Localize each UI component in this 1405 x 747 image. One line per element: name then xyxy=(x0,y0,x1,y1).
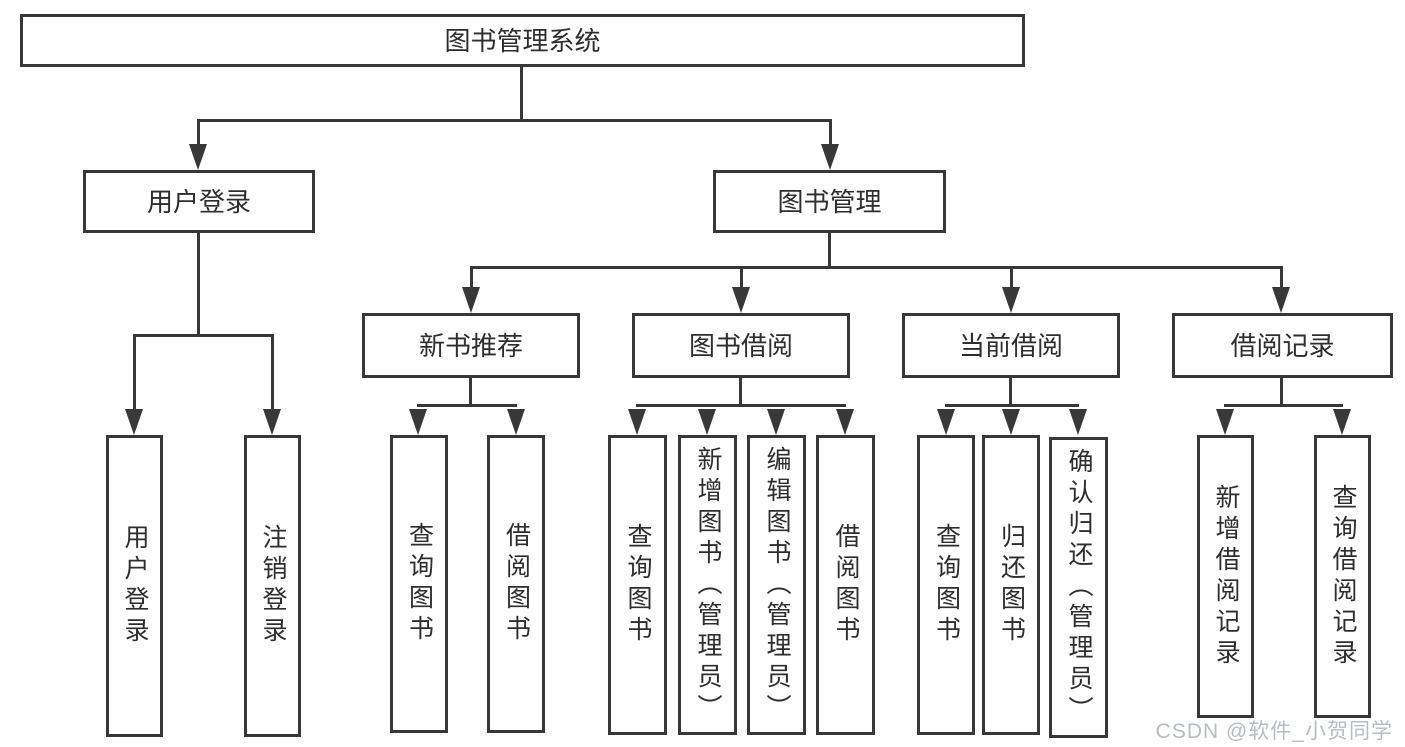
leaf-logout: 注销登录 xyxy=(244,435,301,737)
leaf-recommend-query-book: 查询图书 xyxy=(390,435,448,733)
arrowhead-login-child-1 xyxy=(125,409,143,435)
leaf-current-return-book: 归还图书 xyxy=(982,435,1040,735)
node-book-borrow: 图书借阅 xyxy=(632,313,850,378)
connector-current-bus xyxy=(945,404,1079,407)
connector-mgmt-bus xyxy=(470,266,1283,269)
arrowhead-record-2 xyxy=(1333,409,1351,435)
csdn-watermark: CSDN @软件_小贺同学 xyxy=(1155,720,1393,743)
arrowhead-recommend-2 xyxy=(507,409,525,435)
arrowhead-borrow-2 xyxy=(698,409,716,435)
arrowhead-current-1 xyxy=(937,409,955,435)
arrowhead-record-1 xyxy=(1216,409,1234,435)
arrowhead-current-3 xyxy=(1069,409,1087,435)
arrowhead-recommend-1 xyxy=(409,409,427,435)
leaf-borrow-query-book: 查询图书 xyxy=(608,435,667,735)
connector-mgmt-drop-3 xyxy=(1010,266,1013,294)
arrowhead-borrow-3 xyxy=(767,409,785,435)
arrowhead-login xyxy=(189,144,207,170)
node-borrow-record: 借阅记录 xyxy=(1172,313,1393,378)
connector-login-drop-1 xyxy=(133,334,136,414)
node-book-management: 图书管理 xyxy=(713,170,946,233)
leaf-recommend-borrow-book: 借阅图书 xyxy=(487,435,545,733)
arrowhead-section-3 xyxy=(1002,287,1020,313)
connector-record-bus xyxy=(1224,404,1343,407)
node-user-login: 用户登录 xyxy=(83,170,315,233)
arrowhead-login-child-2 xyxy=(263,409,281,435)
arrowhead-current-2 xyxy=(1002,409,1020,435)
connector-mgmt-drop-2 xyxy=(740,266,743,294)
leaf-borrow-edit-book-admin: 编辑图书（管理员） xyxy=(747,435,806,735)
connector-record-stem xyxy=(1280,378,1283,407)
connector-root-stem xyxy=(520,67,523,121)
leaf-current-confirm-return-admin: 确认归还（管理员） xyxy=(1049,437,1108,738)
arrowhead-mgmt xyxy=(821,144,839,170)
leaf-user-login: 用户登录 xyxy=(106,435,163,737)
node-new-book-recommend: 新书推荐 xyxy=(362,313,580,378)
connector-root-drop-right xyxy=(829,119,832,151)
connector-root-drop-left xyxy=(197,119,200,151)
connector-root-bus xyxy=(197,119,832,122)
connector-mgmt-drop-1 xyxy=(470,266,473,294)
connector-mgmt-drop-4 xyxy=(1280,266,1283,294)
connector-recommend-bus xyxy=(417,404,517,407)
leaf-borrow-borrow-book: 借阅图书 xyxy=(816,435,875,735)
node-root: 图书管理系统 xyxy=(20,14,1025,67)
node-current-borrow: 当前借阅 xyxy=(902,313,1120,378)
arrowhead-borrow-4 xyxy=(836,409,854,435)
arrowhead-section-1 xyxy=(462,287,480,313)
leaf-record-add-record: 新增借阅记录 xyxy=(1197,435,1254,718)
arrowhead-borrow-1 xyxy=(628,409,646,435)
leaf-current-query-book: 查询图书 xyxy=(917,435,975,735)
connector-login-stem xyxy=(197,233,200,337)
arrowhead-section-4 xyxy=(1272,287,1290,313)
connector-borrow-stem xyxy=(739,378,742,407)
leaf-record-query-record: 查询借阅记录 xyxy=(1314,435,1371,718)
connector-login-drop-2 xyxy=(271,334,274,414)
connector-current-stem xyxy=(1009,378,1012,407)
connector-mgmt-stem xyxy=(828,233,831,269)
connector-login-bus xyxy=(134,334,274,337)
connector-borrow-bus xyxy=(636,404,846,407)
leaf-borrow-add-book-admin: 新增图书（管理员） xyxy=(678,435,737,735)
arrowhead-section-2 xyxy=(732,287,750,313)
connector-recommend-stem xyxy=(469,378,472,407)
